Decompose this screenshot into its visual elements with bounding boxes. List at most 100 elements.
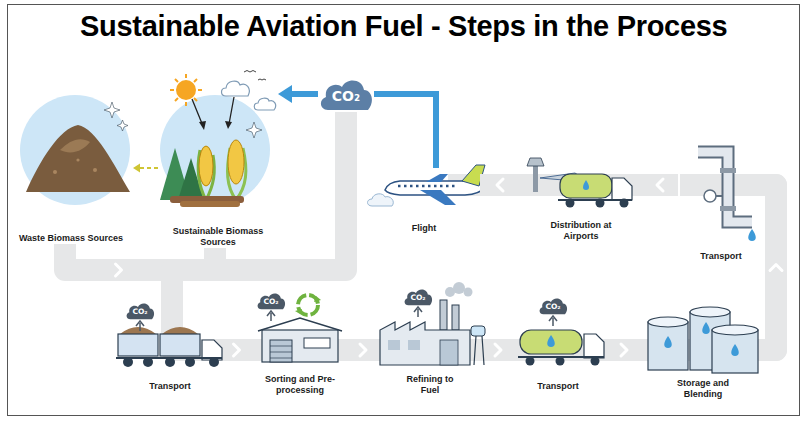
arrow-head — [278, 85, 292, 103]
co2-cloud: CO₂ — [318, 76, 374, 112]
frame-border — [8, 5, 800, 416]
airplane-icon — [420, 190, 456, 205]
flow-chevron — [621, 344, 627, 356]
sustainable-biomass-icon — [176, 80, 196, 100]
stage-label: Refining to Fuel — [405, 374, 455, 396]
flow-band-line — [606, 339, 642, 361]
airport-tanker-icon — [596, 199, 605, 208]
co2-arrow — [374, 94, 436, 168]
stage-label: Flight — [374, 223, 474, 234]
dashed-arrow-line — [138, 167, 158, 169]
transport-stage: Transport — [678, 140, 764, 262]
stage-label: Waste Biomass Sources — [12, 233, 130, 244]
sorting-facility-icon — [314, 296, 321, 302]
tanker-truck-icon — [520, 330, 582, 354]
stage-label: Transport — [120, 381, 220, 392]
storage-tanks-icon — [712, 325, 758, 335]
cloud-shape — [321, 81, 372, 110]
refinery-icon — [440, 300, 447, 330]
flow-band — [225, 344, 248, 356]
airplane-icon — [426, 174, 448, 182]
tanker-truck-icon — [584, 334, 604, 358]
airport-tanker-icon — [583, 180, 589, 190]
sustainable-biomass-icon — [225, 121, 232, 129]
stage-label: Transport — [513, 381, 603, 392]
storage-tanks-icon — [712, 330, 758, 373]
flow-band — [65, 244, 172, 292]
tanker-truck-icon — [556, 357, 565, 366]
waste-biomass-icon — [20, 95, 130, 205]
co2-emission-cloud — [127, 289, 568, 331]
storage-stage: Storage and Blending — [642, 296, 764, 400]
co2-arrow-line — [374, 94, 436, 168]
tanker-truck-icon — [526, 357, 535, 366]
storage-tanks-icon — [648, 322, 688, 370]
storage-tanks-icon — [664, 336, 672, 348]
waste-biomass-icon — [53, 170, 57, 174]
truck-icon — [160, 334, 200, 356]
waste-biomass-stage: Waste Biomass Sources — [9, 88, 133, 244]
pipeline-icon — [748, 229, 756, 241]
flow-band-line — [352, 339, 374, 361]
refinery-icon — [452, 305, 459, 330]
waste-biomass-icon — [104, 102, 120, 118]
sorting-facility-icon — [262, 330, 338, 362]
sorting-facility-icon — [270, 340, 292, 362]
pipeline-icon — [720, 168, 736, 173]
sustainable-biomass-icon — [246, 122, 262, 138]
sorting-facility-icon — [270, 346, 292, 358]
refinery-icon — [464, 288, 473, 297]
sustainable-biomass-icon — [199, 146, 213, 186]
storage-tanks-icon — [690, 307, 730, 317]
co2-label: CO₂ — [256, 297, 286, 307]
dashed-arrow — [133, 164, 158, 173]
sustainable-biomass-icon — [199, 121, 206, 130]
waste-biomass-icon — [26, 125, 130, 192]
tanker-truck-icon — [547, 335, 555, 347]
pipeline-icon — [720, 206, 736, 211]
flow-chevron — [360, 344, 366, 356]
cloud-label: CO₂ — [332, 85, 360, 104]
diagram-title: Sustainable Aviation Fuel - Steps in the… — [80, 9, 727, 43]
airplane-icon — [368, 165, 486, 206]
flow-band-line — [172, 112, 346, 292]
waste-biomass-icon — [117, 120, 128, 131]
arrow-head — [133, 164, 140, 173]
airport-tanker-icon — [566, 199, 575, 208]
refinery-icon — [471, 326, 485, 336]
flow-chevron — [657, 179, 663, 191]
co2-arrow — [278, 85, 318, 103]
stage-label: Transport — [681, 251, 761, 262]
waste-biomass-icon — [60, 139, 90, 152]
refinery-icon — [440, 340, 458, 365]
truck-icon — [185, 357, 195, 367]
sustainable-biomass-icon — [160, 71, 276, 208]
stage-label: Storage and Blending — [670, 378, 736, 400]
refinery-icon — [388, 340, 400, 350]
co2-label: CO₂ — [538, 302, 568, 312]
sustainable-biomass-icon — [180, 201, 240, 207]
refinery-icon — [474, 336, 484, 365]
flow-band-line — [486, 339, 510, 361]
flow-band — [480, 179, 520, 191]
tanker-truck-icon — [518, 330, 604, 366]
storage-tanks-icon — [731, 344, 739, 356]
sustainable-biomass-icon — [244, 71, 266, 81]
flow-band-line — [225, 339, 248, 361]
co2-emission-cloud — [414, 307, 422, 317]
flow-band — [172, 112, 346, 292]
airport-tanker-icon — [560, 174, 612, 198]
pipeline-icon — [698, 152, 752, 222]
flow-chevron — [770, 265, 782, 271]
co2-emission-cloud — [267, 311, 275, 321]
storage-tanks-icon — [702, 322, 710, 334]
truck-icon — [165, 357, 175, 367]
flow-chevron — [234, 344, 240, 356]
waste-biomass-icon — [76, 158, 79, 161]
flow-chevron — [495, 344, 501, 356]
flow-band — [764, 185, 782, 350]
sorting-facility-icon — [295, 309, 302, 314]
sustainable-biomass-icon — [228, 140, 244, 184]
refinery-icon — [408, 340, 420, 350]
